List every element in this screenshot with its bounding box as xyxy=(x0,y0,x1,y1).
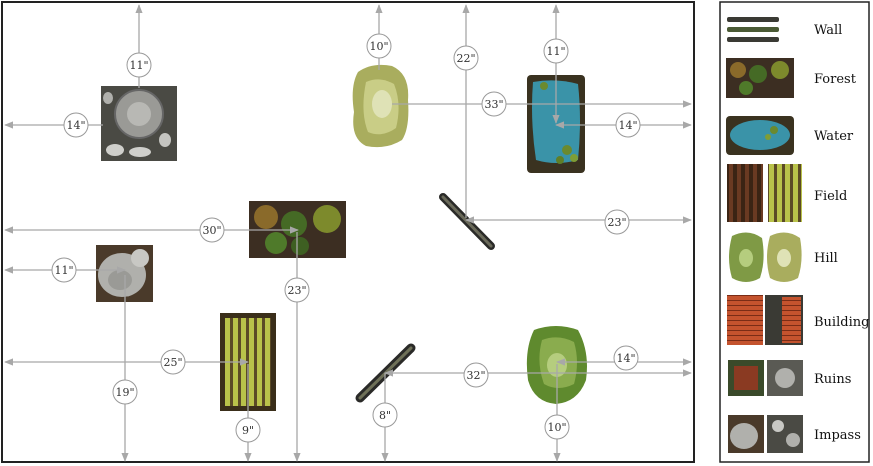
wall-icon xyxy=(727,17,779,42)
svg-text:Impass: Impass xyxy=(814,428,861,443)
measurement-labels: 11" 14" 10" 22" 33" 11" 14" 23" 30" 11" … xyxy=(51,33,641,443)
measure-label: 14" xyxy=(613,345,639,371)
legend-item-water: Water xyxy=(726,116,854,155)
terrain-impass-topleft xyxy=(101,86,177,161)
svg-text:Hill: Hill xyxy=(814,251,838,266)
ruins-icon xyxy=(728,360,803,396)
svg-text:14": 14" xyxy=(618,119,637,132)
svg-text:23": 23" xyxy=(607,216,626,229)
water-icon xyxy=(726,116,794,155)
svg-text:14": 14" xyxy=(66,119,85,132)
svg-text:Field: Field xyxy=(814,189,847,204)
svg-text:Forest: Forest xyxy=(814,72,857,87)
measure-label: 23" xyxy=(604,209,630,235)
legend-item-field: Field xyxy=(727,164,847,222)
measure-label: 9" xyxy=(235,417,261,443)
svg-text:14": 14" xyxy=(616,352,635,365)
svg-text:10": 10" xyxy=(547,421,566,434)
measure-label: 32" xyxy=(463,362,489,388)
measure-label: 22" xyxy=(453,45,479,71)
measure-label: 14" xyxy=(615,112,641,138)
svg-text:23": 23" xyxy=(287,284,306,297)
terrain-wall-middle xyxy=(439,193,495,250)
legend: Wall Forest Water xyxy=(726,17,869,453)
measure-label: 8" xyxy=(372,402,398,428)
legend-item-forest: Forest xyxy=(726,58,857,98)
forest-icon xyxy=(726,58,794,98)
svg-text:11": 11" xyxy=(546,45,565,58)
measure-label: 19" xyxy=(112,379,138,405)
svg-text:19": 19" xyxy=(115,386,134,399)
svg-text:Wall: Wall xyxy=(814,23,842,38)
measure-label: 14" xyxy=(63,112,89,138)
measure-label: 25" xyxy=(160,349,186,375)
legend-item-building: Building xyxy=(727,295,869,345)
measure-label: 10" xyxy=(544,414,570,440)
building-icon xyxy=(727,295,803,345)
svg-text:9": 9" xyxy=(242,424,254,437)
svg-text:8": 8" xyxy=(379,409,391,422)
measurement-arrows xyxy=(4,4,692,462)
svg-text:11": 11" xyxy=(129,59,148,72)
svg-text:25": 25" xyxy=(163,356,182,369)
measure-label: 11" xyxy=(543,38,569,64)
svg-text:10": 10" xyxy=(369,40,388,53)
measure-label: 33" xyxy=(481,91,507,117)
measure-label: 30" xyxy=(199,217,225,243)
legend-item-hill: Hill xyxy=(729,232,838,282)
measure-label: 11" xyxy=(51,257,77,283)
measure-label: 10" xyxy=(366,33,392,59)
legend-border xyxy=(719,1,870,463)
hill-icon xyxy=(729,232,802,282)
svg-text:22": 22" xyxy=(456,52,475,65)
terrain-hill-top xyxy=(352,64,409,148)
legend-item-ruins: Ruins xyxy=(728,360,851,396)
svg-text:33": 33" xyxy=(484,98,503,111)
impass-icon xyxy=(728,415,803,453)
measure-label: 23" xyxy=(284,277,310,303)
svg-text:30": 30" xyxy=(202,224,221,237)
svg-text:Building: Building xyxy=(814,315,869,330)
legend-item-wall: Wall xyxy=(727,17,842,42)
legend-item-impass: Impass xyxy=(728,415,861,453)
measure-label: 11" xyxy=(126,52,152,78)
svg-text:Ruins: Ruins xyxy=(814,372,851,387)
svg-text:Water: Water xyxy=(814,129,854,144)
svg-text:11": 11" xyxy=(54,264,73,277)
map-border xyxy=(1,1,695,463)
field-icon xyxy=(727,164,802,222)
svg-text:32": 32" xyxy=(466,369,485,382)
